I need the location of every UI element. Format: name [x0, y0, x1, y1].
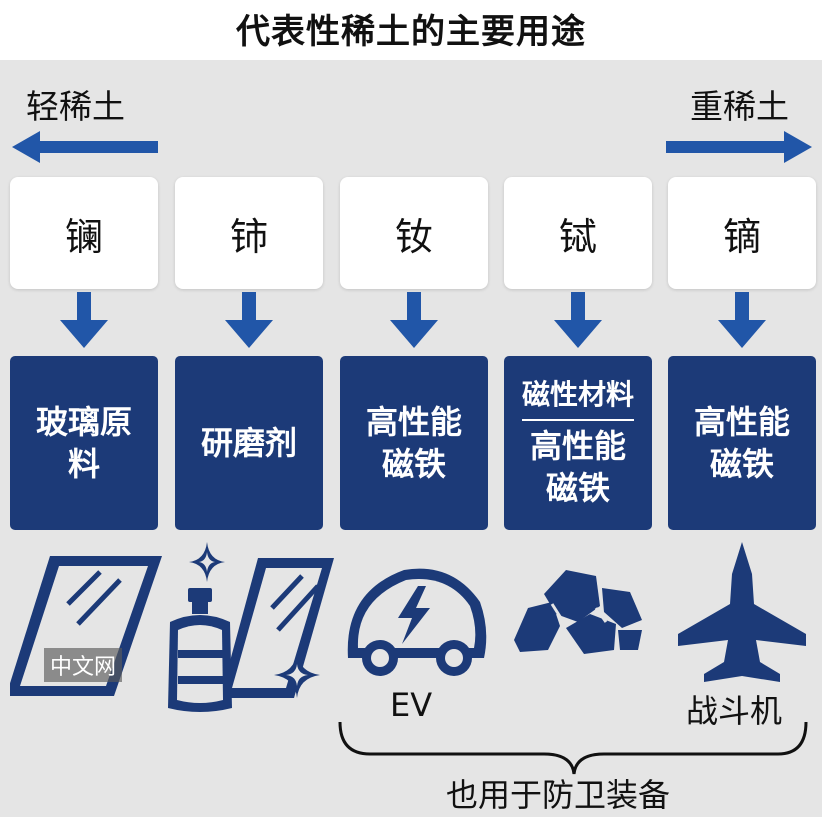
sparkle-icon — [189, 542, 225, 582]
fighter-jet-icon — [678, 542, 806, 682]
light-rare-earth-label: 轻稀土 — [26, 87, 125, 126]
water-bottle-icon — [168, 588, 232, 712]
ev-caption: EV — [390, 686, 433, 724]
heavy-rare-earth-label: 重稀土 — [690, 87, 789, 126]
use-box-magnet: 高性能磁铁 — [340, 356, 488, 530]
element-box-lanthanum: 镧 — [10, 177, 158, 289]
down-arrow-icon — [718, 292, 766, 348]
watermark: 中文网 — [44, 648, 123, 682]
down-arrow-icon — [390, 292, 438, 348]
divider — [522, 419, 634, 421]
page-title: 代表性稀土的主要用途 — [236, 12, 586, 52]
element-box-terbium: 铽 — [504, 177, 652, 289]
defense-caption: 也用于防卫装备 — [446, 776, 671, 814]
element-label: 铽 — [558, 214, 597, 259]
down-arrow-icon — [60, 292, 108, 348]
glass-pane-icon — [222, 558, 334, 698]
use-box-abrasive: 研磨剂 — [175, 356, 323, 530]
use-box-magnet-heavy: 高性能磁铁 — [668, 356, 816, 530]
use-label-bottom: 高性能磁铁 — [529, 427, 626, 507]
use-box-glass: 玻璃原料 — [10, 356, 158, 530]
sparkle-icon — [274, 652, 320, 698]
electric-car-icon — [347, 568, 487, 676]
magnet-rocks-icon — [514, 570, 642, 654]
element-box-cerium: 铈 — [175, 177, 323, 289]
right-arrow-icon — [666, 131, 812, 163]
element-label: 镧 — [64, 214, 103, 259]
title-bar — [0, 0, 822, 60]
element-label: 镝 — [722, 214, 761, 259]
left-arrow-icon — [12, 131, 158, 163]
element-label: 钕 — [394, 214, 433, 259]
down-arrow-icon — [554, 292, 602, 348]
bracket-icon — [338, 721, 808, 775]
use-label: 玻璃原料 — [35, 403, 132, 483]
element-box-neodymium: 钕 — [340, 177, 488, 289]
use-box-magnetic-material: 磁性材料 高性能磁铁 — [504, 356, 652, 530]
fighter-caption: 战斗机 — [686, 692, 783, 730]
use-label: 高性能磁铁 — [693, 403, 790, 483]
use-label: 研磨剂 — [200, 424, 297, 462]
element-label: 铈 — [229, 214, 268, 259]
use-label: 高性能磁铁 — [365, 403, 462, 483]
element-box-dysprosium: 镝 — [668, 177, 816, 289]
down-arrow-icon — [225, 292, 273, 348]
use-label-top: 磁性材料 — [521, 378, 634, 411]
